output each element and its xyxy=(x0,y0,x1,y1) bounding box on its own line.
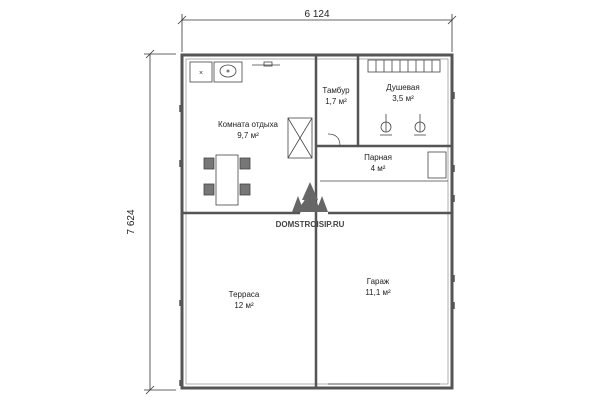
rest-room-name: Комната отдыха xyxy=(218,120,279,129)
terrace-name: Терраса xyxy=(229,290,260,299)
steam-room-area: 4 м² xyxy=(371,164,386,173)
shower-area: 3,5 м² xyxy=(392,94,414,103)
garage-gate xyxy=(328,383,440,389)
close-icon: × xyxy=(199,70,203,77)
interior-walls xyxy=(182,55,452,388)
shower-tap-icon xyxy=(414,114,426,136)
garage-name: Гараж xyxy=(367,277,390,286)
sauna-stove-icon xyxy=(427,151,447,179)
width-dimension xyxy=(177,14,457,52)
vestibule-name: Тамбур xyxy=(322,86,350,95)
shower-head-icon xyxy=(252,61,280,67)
rest-room-area: 9,7 м² xyxy=(237,131,259,140)
terrace-area: 12 м² xyxy=(234,301,254,310)
width-dimension-label: 6 124 xyxy=(304,9,329,20)
stove-icon xyxy=(287,117,313,159)
watermark-text: DOMSTROISIP.RU xyxy=(276,220,345,229)
steam-room-name: Парная xyxy=(364,153,392,162)
garage-area: 11,1 м² xyxy=(365,288,391,297)
sink-icon xyxy=(213,61,243,83)
dining-table-icon xyxy=(203,154,251,206)
shower-tap-icon xyxy=(380,114,392,136)
height-dimension-label: 7 624 xyxy=(126,209,137,234)
shower-name: Душевая xyxy=(386,83,419,92)
vestibule-area: 1,7 м² xyxy=(325,97,347,106)
washing-machine xyxy=(189,61,213,83)
bench-icon xyxy=(367,59,441,73)
height-dimension xyxy=(144,49,176,395)
windows xyxy=(179,92,455,386)
logo-icon xyxy=(292,182,328,212)
